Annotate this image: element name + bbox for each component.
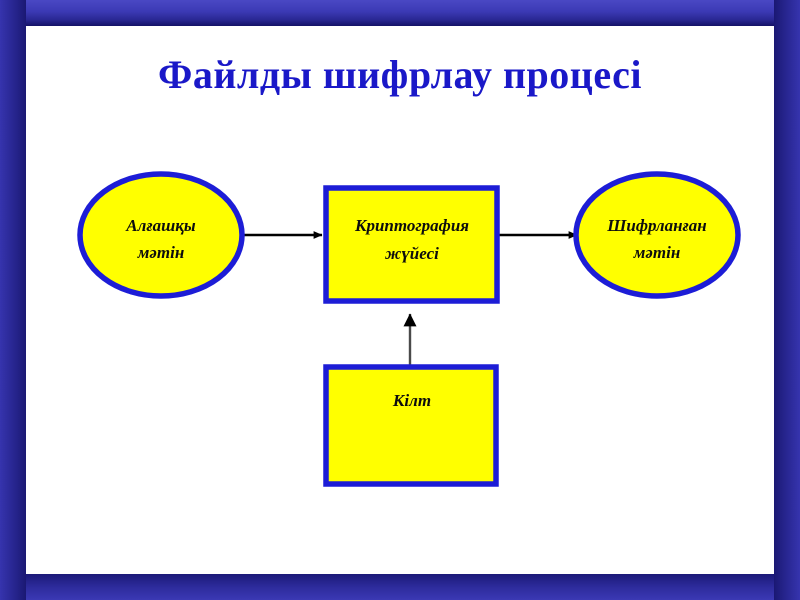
crypto-system-rect-shape (323, 185, 500, 304)
frame-band-right (774, 0, 800, 600)
crypto-system-label-line1: Криптография (354, 216, 469, 235)
ciphertext-label-line1: Шифрланған (606, 216, 707, 235)
node-key[interactable]: Кілт (323, 364, 499, 487)
ciphertext-ellipse-shape (573, 171, 741, 299)
plaintext-ellipse-shape (77, 171, 245, 299)
key-rect-shape (323, 364, 499, 487)
slide-canvas: Файлды шифрлау процесі (26, 26, 774, 574)
node-plaintext[interactable]: Алғашқы мәтін (77, 171, 245, 299)
frame-band-top (0, 0, 800, 26)
node-crypto-system[interactable]: Криптография жүйесі (323, 185, 500, 304)
plaintext-label-line1: Алғашқы (125, 216, 196, 235)
encryption-flow-diagram: Алғашқы мәтін Криптография жүйесі Шифрла… (26, 26, 774, 574)
ciphertext-label-line2: мәтін (633, 243, 681, 262)
plaintext-label-line2: мәтін (137, 243, 185, 262)
key-label: Кілт (392, 391, 431, 410)
node-ciphertext[interactable]: Шифрланған мәтін (573, 171, 741, 299)
crypto-system-label-line2: жүйесі (384, 244, 439, 263)
slide-title: Файлды шифрлау процесі (158, 52, 642, 97)
frame-band-bottom (0, 574, 800, 600)
frame-band-left (0, 0, 26, 600)
